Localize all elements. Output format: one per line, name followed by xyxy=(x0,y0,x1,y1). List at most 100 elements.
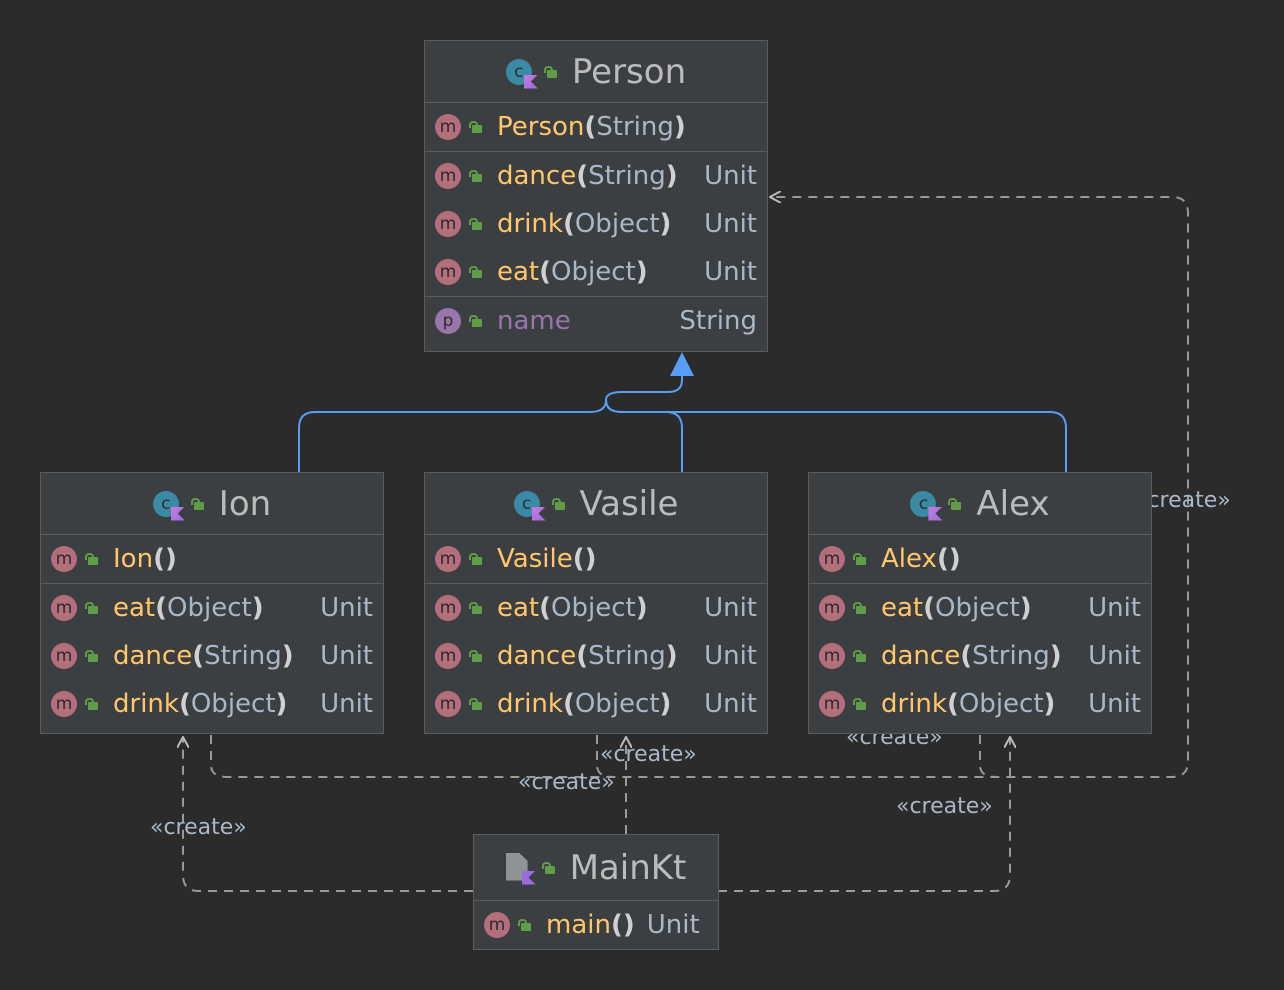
method-icon: m xyxy=(435,259,461,285)
public-lock-icon xyxy=(853,602,866,614)
create-label-alex: «create» xyxy=(896,794,993,819)
public-lock-icon xyxy=(853,698,866,710)
edge-create-person xyxy=(210,197,1189,778)
method-params: Object xyxy=(958,689,1044,719)
class-alex[interactable]: c Alex m Alex() m eat(Object) Unit m dan… xyxy=(808,472,1152,734)
constructor-row[interactable]: m Person(String) xyxy=(425,103,767,151)
constructors-section: m Person(String) xyxy=(425,103,767,152)
method-icon: m xyxy=(484,912,510,938)
method-icon: m xyxy=(51,643,77,669)
method-row[interactable]: m main() Unit xyxy=(474,901,718,949)
method-row[interactable]: m drink(Object) Unit xyxy=(425,680,767,728)
edge-alex-extends-person xyxy=(605,399,1067,472)
return-type: Unit xyxy=(320,593,373,623)
public-lock-icon xyxy=(85,650,98,662)
method-row[interactable]: m dance(String) Unit xyxy=(41,632,383,680)
constructor-row[interactable]: m Vasile() xyxy=(425,535,767,583)
edge-mainkt-to-ion xyxy=(183,737,473,892)
kotlin-class-icon: c xyxy=(152,489,185,521)
method-icon: m xyxy=(435,114,461,140)
method-params: Object xyxy=(551,593,636,623)
method-params: Object xyxy=(935,593,1020,623)
public-lock-icon xyxy=(853,553,866,565)
edge-mainkt-to-alex xyxy=(718,737,1010,892)
method-icon: m xyxy=(819,643,845,669)
class-header: c Person xyxy=(425,41,767,103)
method-params: String xyxy=(588,641,666,671)
return-type: Unit xyxy=(704,209,757,239)
return-type: Unit xyxy=(320,641,373,671)
methods-section: m eat(Object) Unit m dance(String) Unit … xyxy=(425,584,767,728)
class-name: Vasile xyxy=(579,483,679,524)
method-row[interactable]: m drink(Object) Unit xyxy=(41,680,383,728)
class-header: c Ion xyxy=(41,473,383,535)
class-header: c Vasile xyxy=(425,473,767,535)
public-lock-icon xyxy=(469,218,482,230)
class-person[interactable]: c Person m Person(String) m dance(String… xyxy=(424,40,768,352)
method-params: Object xyxy=(574,689,660,719)
constructor-name: Vasile xyxy=(497,544,573,574)
class-mainkt[interactable]: MainKt m main() Unit xyxy=(473,834,719,950)
return-type: Unit xyxy=(1088,593,1141,623)
methods-section: m eat(Object) Unit m dance(String) Unit … xyxy=(809,584,1151,728)
public-lock-icon xyxy=(518,919,531,931)
method-icon: m xyxy=(819,546,845,572)
properties-section: p name String xyxy=(425,297,767,345)
public-lock-icon xyxy=(85,698,98,710)
return-type: Unit xyxy=(704,593,757,623)
property-row[interactable]: p name String xyxy=(425,297,767,345)
return-type: Unit xyxy=(646,910,700,940)
public-lock-icon xyxy=(85,553,98,565)
return-type: Unit xyxy=(1088,641,1141,671)
method-row[interactable]: m eat(Object) Unit xyxy=(425,248,767,296)
method-icon: m xyxy=(435,595,461,621)
property-icon: p xyxy=(435,308,461,334)
method-row[interactable]: m dance(String) Unit xyxy=(809,632,1151,680)
method-icon: m xyxy=(819,691,845,717)
property-type: String xyxy=(679,306,757,336)
method-row[interactable]: m eat(Object) Unit xyxy=(809,584,1151,632)
constructor-name: Ion xyxy=(113,544,154,574)
class-ion[interactable]: c Ion m Ion() m eat(Object) Unit m dance… xyxy=(40,472,384,734)
method-name: dance xyxy=(497,161,577,191)
method-icon: m xyxy=(51,595,77,621)
public-lock-icon xyxy=(543,65,557,78)
constructors-section: m Vasile() xyxy=(425,535,767,584)
constructor-row[interactable]: m Alex() xyxy=(809,535,1151,583)
public-lock-icon xyxy=(469,121,482,133)
methods-section: m main() Unit xyxy=(474,901,718,949)
method-name: eat xyxy=(113,593,156,623)
method-params: Object xyxy=(190,689,276,719)
inheritance-edges xyxy=(298,352,1067,472)
methods-section: m dance(String) Unit m drink(Object) Uni… xyxy=(425,152,767,297)
method-name: dance xyxy=(881,641,961,671)
method-row[interactable]: m eat(Object) Unit xyxy=(425,584,767,632)
method-params: Object xyxy=(574,209,660,239)
method-name: drink xyxy=(113,689,179,719)
return-type: Unit xyxy=(1088,689,1141,719)
method-row[interactable]: m eat(Object) Unit xyxy=(41,584,383,632)
public-lock-icon xyxy=(469,315,482,327)
kotlin-class-icon: c xyxy=(513,489,546,521)
public-lock-icon xyxy=(551,497,565,510)
method-name: eat xyxy=(497,593,540,623)
method-row[interactable]: m drink(Object) Unit xyxy=(809,680,1151,728)
class-header: MainKt xyxy=(474,835,718,901)
constructor-name: Alex xyxy=(881,544,937,574)
method-row[interactable]: m drink(Object) Unit xyxy=(425,200,767,248)
return-type: Unit xyxy=(704,641,757,671)
method-row[interactable]: m dance(String) Unit xyxy=(425,152,767,200)
class-vasile[interactable]: c Vasile m Vasile() m eat(Object) Unit m… xyxy=(424,472,768,734)
return-type: Unit xyxy=(704,161,757,191)
kotlin-class-icon: c xyxy=(505,57,538,89)
public-lock-icon xyxy=(469,602,482,614)
method-name: dance xyxy=(497,641,577,671)
create-label-ion: «create» xyxy=(150,815,247,840)
constructors-section: m Ion() xyxy=(41,535,383,584)
property-name: name xyxy=(497,306,571,336)
edge-ion-extends-person xyxy=(298,372,683,472)
public-lock-icon xyxy=(190,497,204,510)
method-row[interactable]: m dance(String) Unit xyxy=(425,632,767,680)
method-params: Object xyxy=(551,257,636,287)
constructor-row[interactable]: m Ion() xyxy=(41,535,383,583)
